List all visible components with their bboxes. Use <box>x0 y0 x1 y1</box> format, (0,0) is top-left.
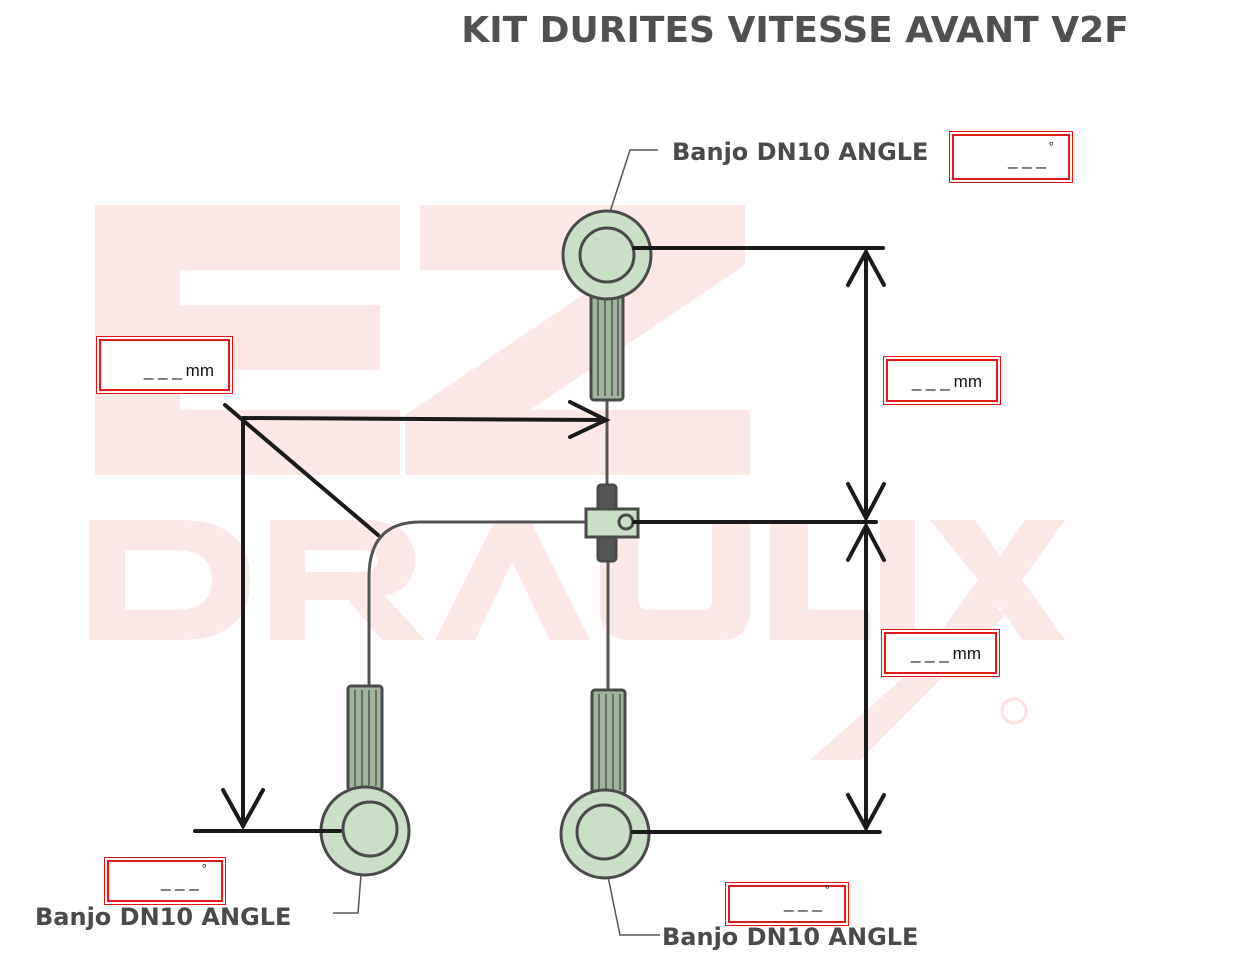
degree-unit: ° <box>1048 139 1054 154</box>
mm-unit: mm <box>953 372 982 391</box>
watermark-letter-x <box>930 520 1065 640</box>
watermark-letter-d <box>90 520 250 640</box>
length-lower-right-field[interactable]: _ _ _mm <box>884 632 997 674</box>
angle-top-field[interactable]: _ _ _° <box>952 134 1070 180</box>
dimension-lines <box>193 246 886 834</box>
hose-lines <box>367 398 610 692</box>
watermark-logo <box>90 205 1065 760</box>
watermark-letter-a <box>435 520 590 640</box>
watermark-letter-i <box>880 520 915 640</box>
length-upper-right-field[interactable]: _ _ _mm <box>886 359 998 402</box>
angle-bottom-right-field[interactable]: _ _ _° <box>728 882 846 923</box>
watermark-letter-u <box>600 520 750 640</box>
watermark-letter-r <box>270 520 425 640</box>
banjo-label-bottom-left: Banjo DN10 ANGLE <box>35 903 292 931</box>
leader-lines <box>333 149 660 936</box>
field-value: _ _ _ <box>1007 150 1046 169</box>
banjo-label-top: Banjo DN10 ANGLE <box>672 138 929 166</box>
banjo-fitting-bottom-left <box>319 684 411 877</box>
field-value: _ _ _ <box>143 361 182 380</box>
banjo-fitting-bottom-right <box>559 688 651 880</box>
watermark-letter-e <box>95 205 400 475</box>
mm-unit: mm <box>952 644 981 663</box>
field-value: _ _ _ <box>911 372 950 391</box>
banjo-label-bottom-right: Banjo DN10 ANGLE <box>662 923 919 951</box>
watermark-letter-l <box>770 520 870 640</box>
degree-unit: ° <box>201 861 207 876</box>
angle-bottom-left-field[interactable]: _ _ _° <box>107 860 223 902</box>
watermark-registered-mark <box>1000 697 1028 725</box>
degree-unit: ° <box>824 882 830 897</box>
field-value: _ _ _ <box>783 893 822 912</box>
mm-unit: mm <box>185 361 214 380</box>
field-value: _ _ _ <box>910 644 949 663</box>
banjo-fitting-top <box>561 209 653 402</box>
length-left-field[interactable]: _ _ _mm <box>99 339 230 391</box>
watermark-letter-z <box>405 205 750 475</box>
page-title: KIT DURITES VITESSE AVANT V2F <box>461 10 1129 51</box>
field-value: _ _ _ <box>160 872 199 891</box>
